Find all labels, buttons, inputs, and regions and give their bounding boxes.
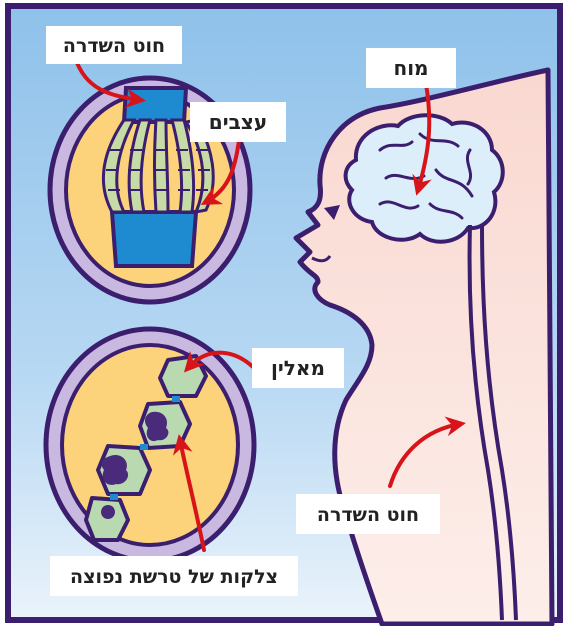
svg-text:מוח: מוח [393,56,428,80]
svg-text:מאלין: מאלין [271,356,325,380]
svg-text:עצבים: עצבים [209,110,267,134]
label-nerves: עצבים [190,102,286,142]
label-spinal-cord-body: חוט השדרה [296,494,440,534]
myelin-inset [46,329,254,561]
brain-shape [346,115,503,241]
label-brain: מוח [366,48,456,88]
svg-text:חוט השדרה: חוט השדרה [63,35,165,57]
label-spinal-cord-top: חוט השדרה [46,26,182,64]
label-myelin: מאלין [252,348,344,388]
lower-spinal-block [112,212,196,266]
svg-text:צלקות של טרשת נפוצה: צלקות של טרשת נפוצה [70,566,278,588]
svg-text:חוט השדרה: חוט השדרה [317,504,419,526]
upper-spinal-block [124,88,186,122]
label-ms-plaques: צלקות של טרשת נפוצה [50,556,298,596]
